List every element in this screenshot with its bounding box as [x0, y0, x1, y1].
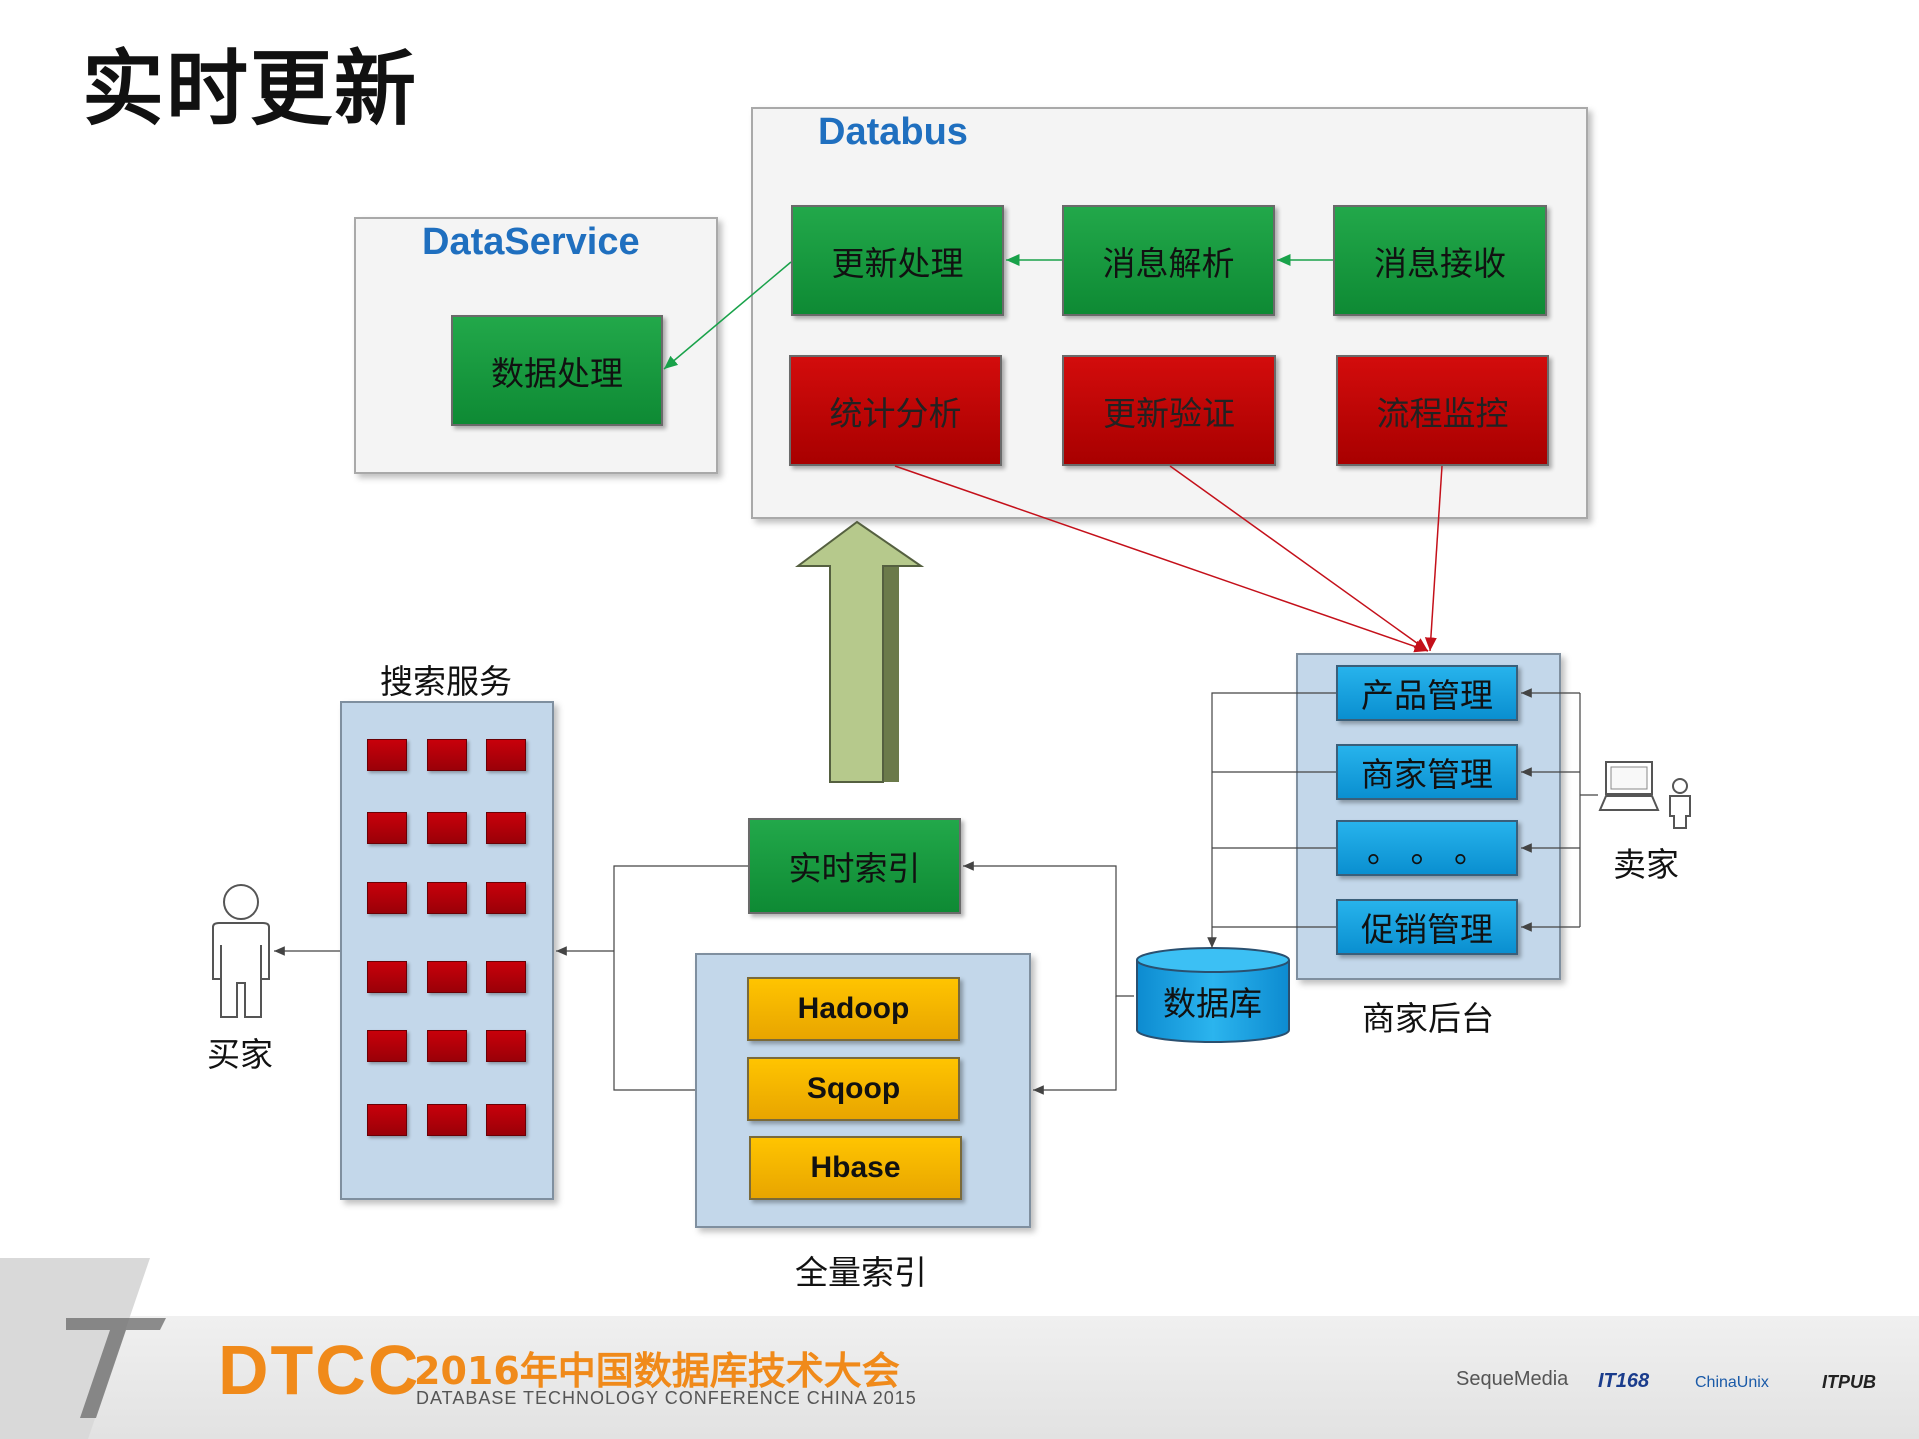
sponsor-chinaunix: ChinaUnix [1695, 1374, 1769, 1391]
server-block [486, 1030, 526, 1062]
page-title: 实时更新 [82, 42, 419, 137]
footer-decoration [0, 1258, 166, 1439]
database-icon [1136, 947, 1290, 1043]
sponsor-sequemedia: SequeMedia [1456, 1368, 1569, 1390]
server-block [427, 1030, 467, 1062]
dtcc-logo: DTCC [218, 1331, 421, 1409]
server-block [427, 1104, 467, 1136]
seller-label: 卖家 [1613, 845, 1679, 884]
hbase-box: Hbase [749, 1136, 962, 1200]
database-label: 数据库 [1163, 984, 1262, 1023]
update-processing-box: 更新处理 [791, 205, 1004, 316]
server-block [486, 739, 526, 771]
server-block [367, 961, 407, 993]
merchant-management-box: 商家管理 [1336, 744, 1518, 800]
dataservice-title: DataService [422, 221, 640, 263]
promotion-management-box: 促销管理 [1336, 899, 1518, 955]
conference-title-en: DATABASE TECHNOLOGY CONFERENCE CHINA 201… [416, 1388, 917, 1408]
server-block [367, 882, 407, 914]
server-block [367, 1104, 407, 1136]
server-block [486, 882, 526, 914]
sqoop-box: Sqoop [747, 1057, 960, 1121]
server-block [367, 1030, 407, 1062]
message-parsing-box: 消息解析 [1062, 205, 1275, 316]
databus-title: Databus [818, 111, 968, 153]
conference-title-cn: 2016年中国数据库技术大会 [414, 1349, 900, 1393]
server-block [427, 812, 467, 844]
up-arrow-icon [795, 520, 925, 783]
search-service-label: 搜索服务 [380, 662, 512, 701]
data-processing-box: 数据处理 [451, 315, 663, 426]
sponsor-it168: IT168 [1598, 1370, 1650, 1392]
hadoop-box: Hadoop [747, 977, 960, 1041]
buyer-person-icon [212, 884, 270, 1018]
arrow-db-to-realtime [963, 861, 1134, 997]
update-verification-box: 更新验证 [1062, 355, 1276, 466]
message-receiving-box: 消息接收 [1333, 205, 1547, 316]
server-block [427, 961, 467, 993]
server-block [486, 1104, 526, 1136]
realtime-index-box: 实时索引 [748, 818, 961, 914]
arrow-db-to-full [1033, 996, 1117, 1095]
merchant-backend-label: 商家后台 [1362, 999, 1494, 1038]
arrow-stats-to-backend [894, 465, 1429, 653]
sponsor-itpub: ITPUB [1822, 1372, 1876, 1392]
process-monitoring-box: 流程监控 [1336, 355, 1549, 466]
ellipsis-box: 。 。 。 [1336, 820, 1518, 876]
statistics-analysis-box: 统计分析 [789, 355, 1002, 466]
arrow-verify-to-backend [1169, 465, 1429, 652]
buyer-label: 买家 [207, 1035, 273, 1074]
server-block [427, 882, 467, 914]
server-block [367, 812, 407, 844]
arrow-monitor-to-backend [1424, 465, 1443, 652]
seller-computer-icon [1598, 761, 1691, 829]
server-block [486, 812, 526, 844]
server-block [427, 739, 467, 771]
footer-bar [0, 1316, 1919, 1439]
server-block [486, 961, 526, 993]
product-management-box: 产品管理 [1336, 665, 1518, 721]
server-block [367, 739, 407, 771]
arrow-update-to-dataservice [663, 261, 792, 370]
full-index-label: 全量索引 [795, 1253, 927, 1292]
